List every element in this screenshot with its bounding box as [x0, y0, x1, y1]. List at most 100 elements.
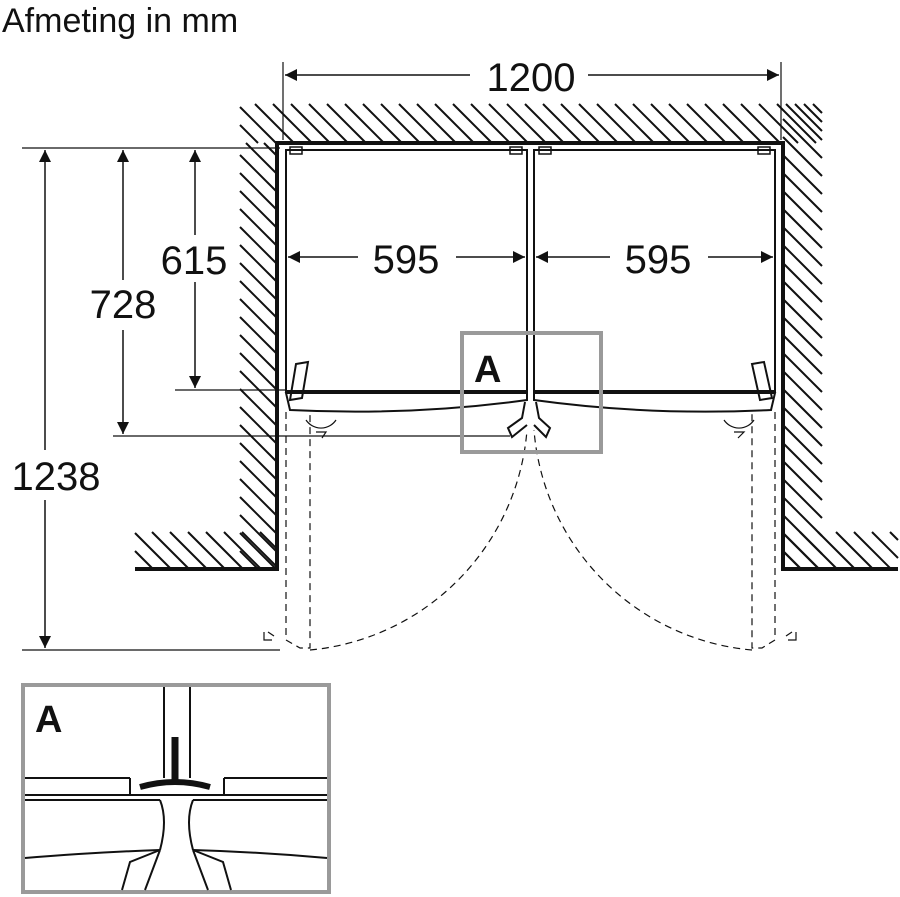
detail-right-door [192, 794, 328, 859]
left-rear-spacer [289, 146, 303, 155]
hatch-line [776, 103, 817, 144]
hatch-line [782, 424, 823, 465]
hatch-line [239, 460, 278, 499]
dimension-lines: 1200 595 595 615 728 1238 [12, 56, 782, 651]
hatch-line [169, 531, 208, 570]
hatch-line [785, 103, 823, 141]
hatch-line [223, 531, 262, 570]
width-595-right-label: 595 [625, 238, 692, 282]
niche-outline [135, 141, 898, 571]
callout-a-label: A [474, 349, 501, 391]
hatch-line [470, 103, 511, 144]
hatch-line [239, 550, 259, 570]
hatch-line [542, 103, 583, 144]
hatch-line [782, 388, 823, 429]
hatch-line [650, 103, 691, 144]
hatch-line [799, 531, 838, 570]
hatch-line [259, 531, 278, 550]
hatch-line [782, 406, 823, 447]
hatch-line [722, 103, 763, 144]
hatch-line [488, 103, 529, 144]
hatch-line [239, 406, 278, 445]
hatch-line [782, 172, 823, 213]
hatch-line [782, 352, 823, 393]
detail-door-gap-left [159, 799, 165, 851]
hatch-line [380, 103, 421, 144]
detail-door-gap-right [188, 799, 194, 851]
right-floor-hatching [782, 531, 899, 570]
hatch-line [782, 460, 823, 501]
hatch-line [871, 531, 899, 559]
hatch-line [782, 370, 823, 411]
left-door-swing-arc [309, 429, 528, 651]
hatch-line [134, 532, 172, 570]
hatch-line [686, 103, 727, 144]
hatch-line [239, 280, 278, 319]
right-appliance-body [533, 149, 776, 392]
hatch-line [560, 103, 601, 144]
hatch-line [272, 103, 313, 144]
right-door-open-outline [751, 412, 776, 649]
hatch-line [614, 103, 655, 144]
hatch-line [239, 124, 259, 144]
right-door-swing-arc [533, 429, 753, 651]
hatch-line [416, 103, 457, 144]
hatch-line [239, 334, 278, 373]
hatch-line [794, 103, 823, 132]
hatch-line [239, 532, 277, 570]
callout-a-frame [460, 331, 603, 454]
left-rear-spacer [509, 146, 523, 155]
left-wall-hatching [239, 142, 278, 570]
hatch-line [239, 262, 278, 301]
hatch-line [290, 103, 331, 144]
hatch-line [782, 298, 823, 339]
detail-left-door [24, 794, 161, 859]
depth-728-label: 728 [90, 283, 157, 327]
right-wall-hatching [782, 103, 823, 570]
hatch-line [151, 531, 190, 570]
hatch-line [506, 103, 547, 144]
hatch-line [782, 496, 823, 537]
hatch-line [239, 388, 278, 427]
hatch-line [239, 442, 278, 481]
left-appliance-body [285, 149, 528, 392]
hatch-line [782, 190, 823, 231]
hatch-line [668, 103, 709, 144]
hatch-line [452, 103, 493, 144]
hatch-line [782, 280, 823, 321]
left-handle-open [263, 631, 275, 641]
hatch-line [239, 190, 278, 229]
hatch-line [782, 316, 823, 357]
left-floor-hatching [134, 531, 278, 570]
hatch-line [782, 550, 802, 570]
hatch-line [782, 118, 823, 159]
left-door-open-outline [285, 412, 311, 649]
hatch-line [239, 496, 278, 535]
hatch-line [782, 136, 823, 177]
detail-left-handle [121, 849, 161, 891]
left-door-closed [284, 392, 528, 413]
hatch-line [524, 103, 565, 144]
callout-a-main: A [460, 331, 603, 454]
hatch-line [239, 244, 278, 283]
hatch-line [362, 103, 403, 144]
diagram-title: Afmeting in mm [2, 2, 238, 40]
detail-view-frame [21, 683, 331, 894]
hatch-line [782, 226, 823, 267]
hatch-line [853, 531, 892, 570]
hatch-line [434, 103, 475, 144]
hatch-line [782, 442, 823, 483]
hatch-line [241, 531, 278, 568]
hatch-line [239, 478, 278, 517]
hatch-line [632, 103, 673, 144]
depth-1238-label: 1238 [12, 455, 101, 499]
hatch-line [782, 154, 823, 195]
hatch-line [704, 103, 745, 144]
hatch-line [835, 531, 874, 570]
hatch-line [740, 103, 781, 144]
hatch-line [239, 424, 278, 463]
hatch-line [239, 106, 277, 144]
hatch-line [782, 532, 820, 570]
niche-walls [134, 103, 899, 571]
